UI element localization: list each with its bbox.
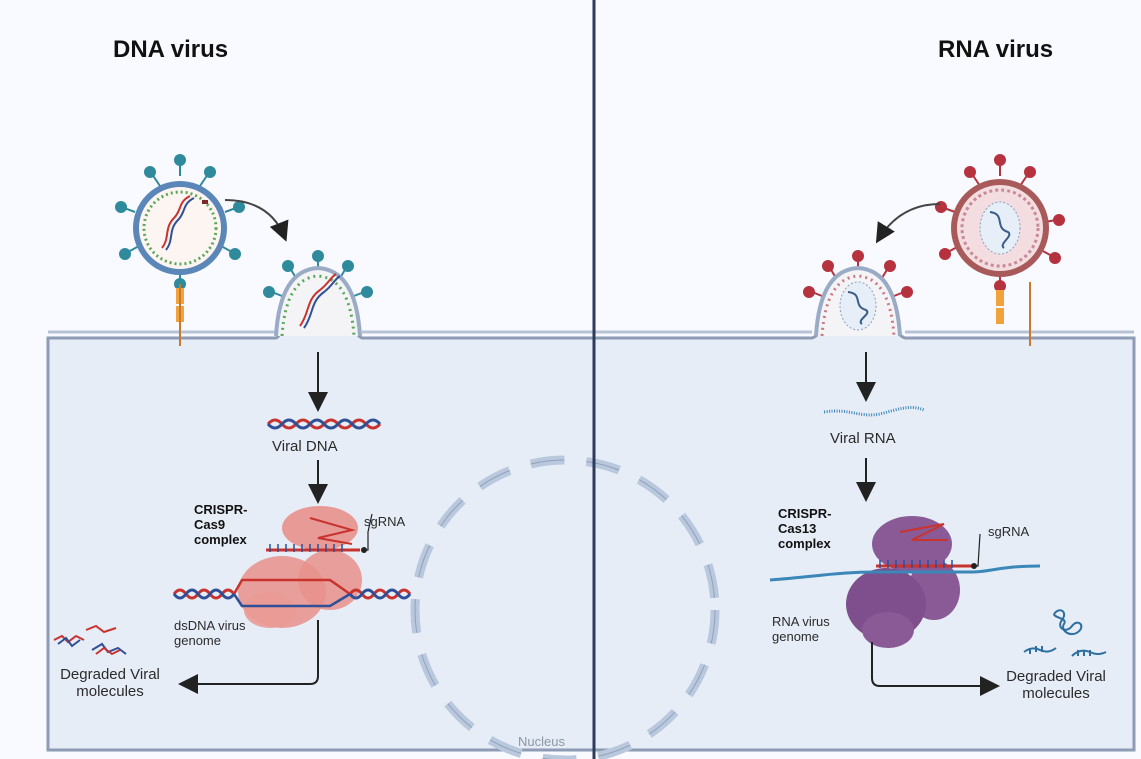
arrow-to-degraded-rna [871, 642, 1000, 696]
dna-panel-title: DNA virus [113, 36, 229, 63]
viral-rna-label: Viral RNA [830, 430, 896, 447]
nucleus-envelope-outline [414, 459, 716, 759]
viral-dna-label: Viral DNA [272, 438, 338, 455]
dsdna-genome-label: dsDNA virus genome [174, 618, 246, 648]
rna-virion [935, 154, 1065, 346]
cas13-complex-label: CRISPR-Cas13 complex [778, 506, 832, 551]
viral-dna-helix [266, 418, 382, 430]
degraded-rna-fragments [1023, 609, 1107, 657]
degraded-dna-label: Degraded Viral molecules [60, 666, 160, 700]
cas9-complex [172, 506, 412, 628]
degraded-rna-label: Degraded Viral molecules [1006, 668, 1106, 702]
rna-virus-budding [803, 250, 913, 337]
rna-panel-title: RNA virus [938, 36, 1054, 63]
cas9-complex-label: CRISPR-Cas9 complex [194, 502, 248, 547]
dna-virion [115, 154, 245, 346]
dna-virus-budding [263, 250, 373, 337]
rna-genome-label: RNA virus genome [772, 614, 830, 644]
nucleus-label: Nucleus [518, 734, 565, 749]
entry-arrow-dna [224, 199, 289, 242]
sgrna-label-dna: sgRNA [364, 514, 406, 529]
degraded-dna-fragments [53, 624, 127, 656]
sgrna-label-rna: sgRNA [988, 524, 1030, 539]
entry-arrow-rna [875, 203, 941, 244]
cas13-complex [769, 516, 1041, 648]
arrow-to-degraded-dna [178, 620, 319, 694]
